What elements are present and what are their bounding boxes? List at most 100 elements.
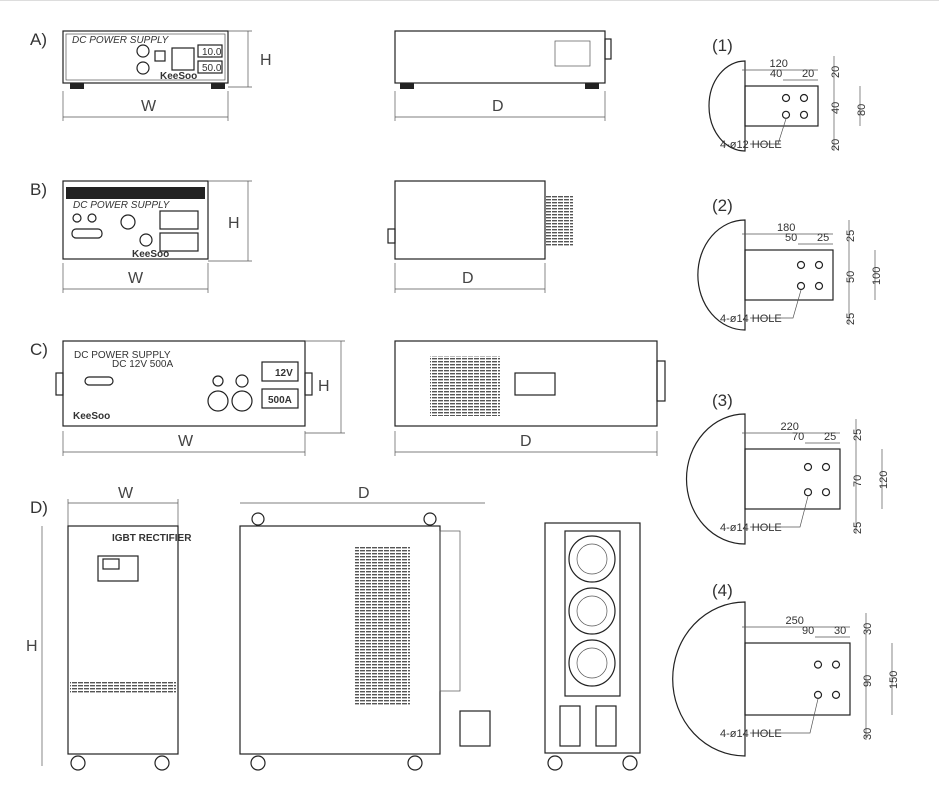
display-current: 50.0 bbox=[202, 63, 222, 74]
dim-length: 120 bbox=[770, 58, 788, 70]
hole-note: 4-ø14 HOLE bbox=[720, 522, 782, 534]
meter bbox=[171, 47, 195, 71]
hole-icon bbox=[799, 110, 809, 119]
hole-note: 4-ø14 HOLE bbox=[720, 313, 782, 325]
dim-edge-x: 20 bbox=[802, 68, 814, 80]
dim-height: 150 bbox=[888, 671, 900, 689]
height-label: H bbox=[26, 638, 38, 655]
width-label: W bbox=[118, 485, 134, 502]
side-view bbox=[394, 30, 606, 84]
front-panel bbox=[62, 30, 229, 84]
brand-logo: KeeSoo bbox=[160, 71, 197, 82]
flange-dome bbox=[685, 413, 746, 545]
rear-cabinet bbox=[544, 522, 641, 754]
dim-length: 250 bbox=[786, 615, 804, 627]
knob bbox=[136, 44, 150, 58]
hole-icon bbox=[803, 462, 813, 472]
height-label: H bbox=[318, 378, 330, 395]
width-label: W bbox=[141, 98, 157, 115]
panel-subtitle: DC 12V 500A bbox=[112, 359, 173, 370]
handle bbox=[514, 372, 556, 396]
hole-icon bbox=[831, 690, 841, 699]
fan-icon bbox=[568, 587, 616, 635]
flange-label: (2) bbox=[712, 196, 733, 215]
dim-pitch-y: 90 bbox=[862, 675, 874, 687]
hole-icon bbox=[796, 281, 806, 291]
hole-icon bbox=[821, 488, 831, 497]
leader-line bbox=[750, 289, 802, 319]
model-b: B) DC POWER SUPPLY KeeSoo W H D bbox=[30, 180, 573, 293]
flange-dome bbox=[672, 601, 746, 757]
flange-label: (3) bbox=[712, 391, 733, 410]
display-voltage: 10.0 bbox=[202, 47, 222, 58]
model-c: C) DC POWER SUPPLY DC 12V 500A 12V 500A … bbox=[30, 340, 666, 456]
display-current: 500A bbox=[268, 395, 292, 406]
dim-pitch-x: 50 bbox=[785, 232, 797, 244]
panel-title: IGBT RECTIFIER bbox=[112, 533, 192, 544]
display-voltage: 12V bbox=[275, 368, 293, 379]
width-label: W bbox=[128, 270, 144, 287]
hole-icon bbox=[831, 660, 841, 669]
model-label: C) bbox=[30, 340, 48, 359]
brand-logo: KeeSoo bbox=[132, 249, 169, 260]
depth-label: D bbox=[492, 98, 504, 115]
hole-icon bbox=[799, 93, 809, 103]
leader-line bbox=[750, 496, 809, 528]
meter-current bbox=[261, 388, 299, 409]
dim-edge-bottom: 30 bbox=[862, 728, 874, 740]
panel-title: DC POWER SUPPLY bbox=[72, 35, 170, 46]
dim-pitch-y: 40 bbox=[830, 102, 842, 114]
dim-pitch-x: 90 bbox=[802, 625, 814, 637]
flange-body bbox=[744, 249, 834, 301]
model-a: A) DC POWER SUPPLY 10.0 50.0 KeeSoo W H … bbox=[30, 30, 612, 121]
front-cabinet bbox=[67, 525, 179, 755]
knob bbox=[136, 61, 150, 75]
height-label: H bbox=[260, 52, 272, 69]
model-label: D) bbox=[30, 498, 48, 517]
dim-length: 220 bbox=[781, 421, 799, 433]
meter-voltage bbox=[261, 361, 299, 382]
dim-edge-top: 25 bbox=[845, 230, 857, 242]
hole-icon bbox=[814, 260, 824, 270]
model-label: A) bbox=[30, 30, 47, 49]
depth-label: D bbox=[462, 270, 474, 287]
flange-dome bbox=[697, 219, 746, 331]
dim-edge-top: 25 bbox=[852, 429, 864, 441]
hole-icon bbox=[796, 260, 806, 270]
dim-edge-bottom: 20 bbox=[830, 139, 842, 151]
hole-icon bbox=[821, 462, 831, 472]
hole-icon bbox=[813, 660, 823, 669]
leader-line bbox=[750, 698, 819, 734]
dim-pitch-x: 40 bbox=[770, 68, 782, 80]
hole-icon bbox=[781, 93, 791, 103]
model-d: D) W H IGBT RECTIFIER D bbox=[26, 485, 641, 771]
dim-pitch-y: 50 bbox=[845, 271, 857, 283]
dim-edge-x: 25 bbox=[824, 431, 836, 443]
hole-icon bbox=[781, 110, 791, 119]
dim-height: 120 bbox=[878, 471, 890, 489]
height-label: H bbox=[228, 215, 240, 232]
brand-logo: KeeSoo bbox=[73, 411, 110, 422]
dim-edge-x: 25 bbox=[817, 232, 829, 244]
meter bbox=[159, 210, 199, 230]
fan-icon bbox=[568, 535, 616, 583]
flange-body bbox=[744, 448, 841, 510]
dim-edge-bottom: 25 bbox=[845, 313, 857, 325]
flange-body bbox=[744, 642, 851, 716]
dim-edge-bottom: 25 bbox=[852, 522, 864, 534]
dim-edge-x: 30 bbox=[834, 625, 846, 637]
dim-edge-top: 30 bbox=[862, 623, 874, 635]
hole-icon bbox=[803, 488, 813, 497]
dim-edge-top: 20 bbox=[830, 66, 842, 78]
flange-dome bbox=[708, 60, 746, 152]
hole-icon bbox=[814, 281, 824, 291]
flange-label: (4) bbox=[712, 581, 733, 600]
depth-label: D bbox=[358, 485, 370, 502]
